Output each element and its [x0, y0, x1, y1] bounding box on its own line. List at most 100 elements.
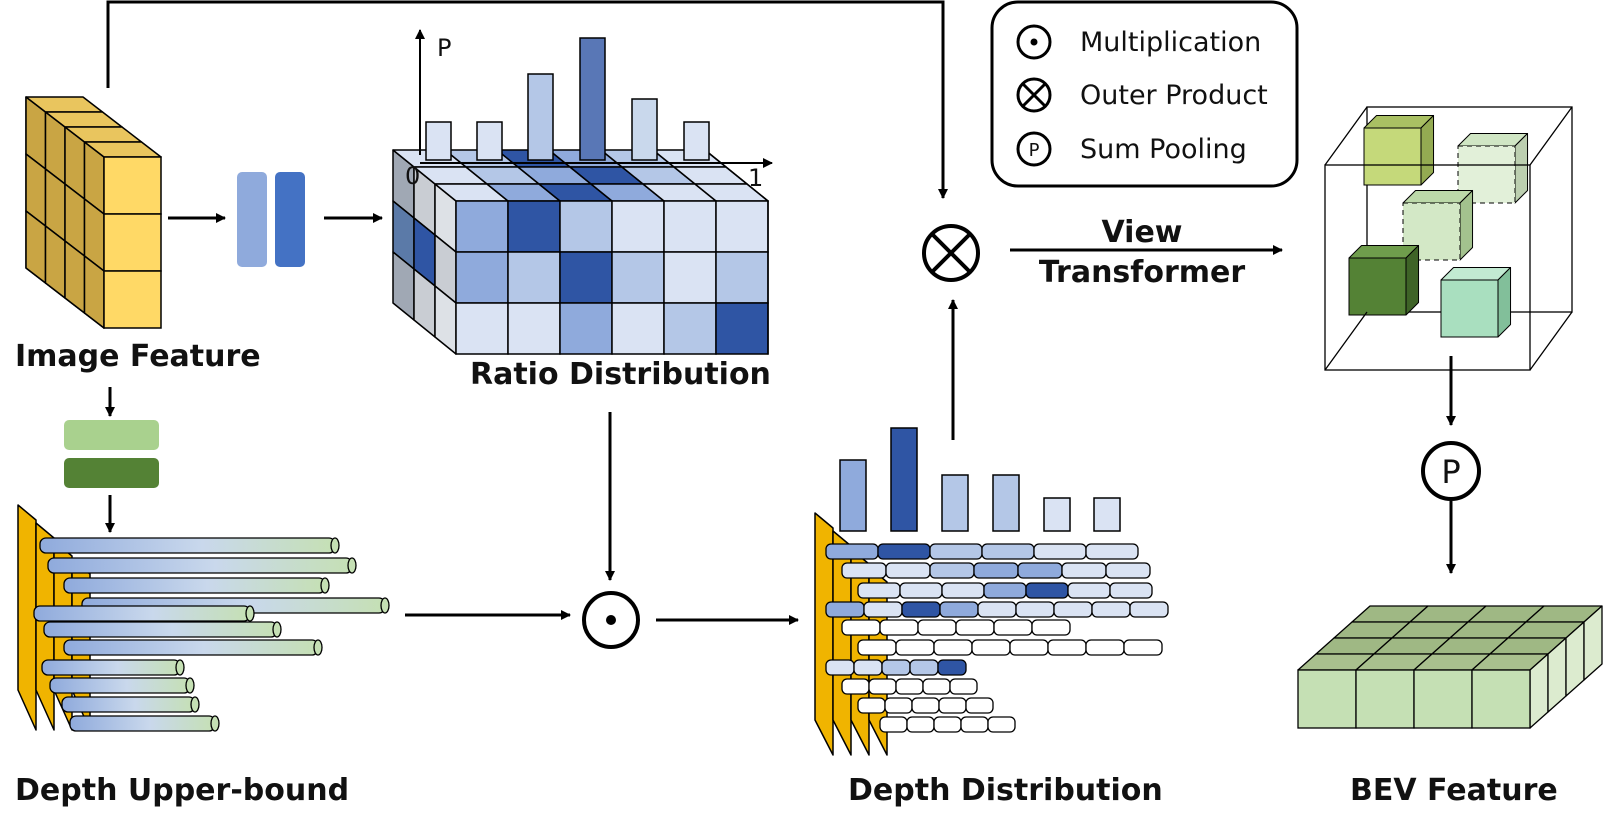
- legend-outer-product: Outer Product: [1080, 80, 1268, 111]
- voxel-light-side: [1459, 189, 1474, 261]
- bev-feature-label: BEV Feature: [1350, 773, 1558, 808]
- depth-upper-bound-label: Depth Upper-bound: [15, 773, 349, 808]
- depth-upper-bound-rods: [17, 504, 390, 732]
- depth-bar: [839, 459, 867, 532]
- depth-dist-segment: [977, 601, 1017, 618]
- depth-dist-segment: [853, 659, 883, 676]
- view-transformer-label-line1: View: [1101, 215, 1182, 250]
- depth-dist-segment: [939, 601, 979, 618]
- depth-net-layer-1: [64, 420, 159, 450]
- depth-dist-segment: [937, 659, 967, 676]
- legend-p-glyph: P: [1029, 140, 1040, 161]
- depth-dist-segment: [877, 543, 931, 560]
- outer-product-op-icon: [922, 224, 980, 282]
- ratio-distribution-label: Ratio Distribution: [470, 357, 771, 392]
- rod-cap: [330, 537, 340, 554]
- rod-cap: [210, 715, 220, 732]
- depth-dist-segment: [960, 716, 989, 733]
- rod-cap: [313, 639, 323, 656]
- depth-dist-segment: [993, 619, 1033, 636]
- ratio-net-layer-2: [275, 172, 305, 267]
- rod-cap: [380, 597, 390, 614]
- depth-dist-segment: [895, 678, 924, 695]
- depth-upper-bound-rod: [63, 577, 326, 594]
- depth-bar: [992, 474, 1020, 532]
- depth-upper-bound-rod: [49, 677, 191, 694]
- top-connector-line: [106, 0, 948, 199]
- image-feature-front-cell: [103, 213, 162, 272]
- depth-dist-segment: [971, 639, 1011, 656]
- depth-dist-segment: [901, 601, 941, 618]
- ratio-front-cell: [715, 200, 769, 253]
- depth-dist-segment: [868, 678, 897, 695]
- depth-dist-segment: [955, 619, 995, 636]
- depth-dist-segment: [1085, 543, 1139, 560]
- depth-upper-bound-rod: [63, 639, 319, 656]
- depth-dist-segment: [1061, 562, 1107, 579]
- image-feature-cube: [25, 96, 162, 329]
- depth-upper-bound-rod: [47, 557, 353, 574]
- bev-side-cell: [1583, 605, 1603, 681]
- sum-pooling-op-icon: P: [1421, 441, 1481, 501]
- depth-bar: [941, 474, 969, 532]
- depth-dist-segment: [899, 582, 943, 599]
- depth-dist-segment: [949, 678, 978, 695]
- depth-dist-segment: [1123, 639, 1163, 656]
- ratio-front-cell: [455, 251, 509, 304]
- depth-dist-segment: [1109, 582, 1153, 599]
- depth-dist-segment: [1009, 639, 1049, 656]
- ratio-front-cell: [507, 200, 561, 253]
- legend-box: Multiplication Outer Product P Sum Pooli…: [990, 0, 1299, 188]
- depth-dist-segment: [1091, 601, 1131, 618]
- rod-cap: [175, 659, 185, 676]
- voxel-feature-cube: [1324, 106, 1573, 371]
- depth-upper-bound-rod: [33, 605, 251, 622]
- depth-dist-segment: [1031, 619, 1071, 636]
- bev-front-cell: [1471, 669, 1531, 729]
- image-feature-front-cell: [103, 156, 162, 215]
- depth-dist-segment: [841, 678, 870, 695]
- voxel-lime-front: [1363, 127, 1422, 186]
- depth-dist-segment: [1105, 562, 1151, 579]
- ratio-front-cell: [611, 200, 665, 253]
- voxel-edge: [1324, 311, 1368, 371]
- ratio-net-layer-1: [237, 172, 267, 267]
- depth-dist-segment: [906, 716, 935, 733]
- ratio-front-cell: [663, 302, 717, 355]
- depth-dist-segment: [879, 619, 919, 636]
- depth-dist-segment: [884, 697, 913, 714]
- voxel-dark-side: [1405, 244, 1420, 316]
- depth-dist-segment: [917, 619, 957, 636]
- ratio-bar: [631, 98, 658, 161]
- bev-feature-grid: [1297, 605, 1603, 729]
- bev-front-cell: [1413, 669, 1473, 729]
- depth-dist-segment: [933, 639, 973, 656]
- depth-bar: [1043, 497, 1071, 532]
- depth-dist-segment: [1129, 601, 1169, 618]
- ratio-probability-bars: [425, 37, 710, 161]
- ratio-front-cell: [715, 302, 769, 355]
- depth-dist-segment: [929, 543, 983, 560]
- depth-dist-segment: [1017, 562, 1063, 579]
- depth-dist-segment: [863, 601, 903, 618]
- ratio-bar: [425, 121, 452, 161]
- image-feature-label: Image Feature: [15, 339, 261, 374]
- ratio-front-cell: [455, 200, 509, 253]
- depth-dist-segment: [857, 582, 901, 599]
- depth-upper-bound-rod: [39, 537, 336, 554]
- ratio-bar: [476, 121, 503, 161]
- ratio-bar: [579, 37, 606, 161]
- depth-dist-segment: [973, 562, 1019, 579]
- ratio-front-cell: [559, 302, 613, 355]
- depth-dist-segment: [911, 697, 940, 714]
- depth-dist-segment: [929, 562, 975, 579]
- ratio-front-cell: [715, 251, 769, 304]
- ratio-axis-zero: 0: [405, 162, 420, 190]
- ratio-front-cell: [611, 302, 665, 355]
- ratio-front-cell: [663, 251, 717, 304]
- depth-dist-segment: [965, 697, 994, 714]
- depth-bar: [890, 427, 918, 532]
- depth-dist-segment: [825, 601, 865, 618]
- voxel-front-frame: [1324, 164, 1531, 371]
